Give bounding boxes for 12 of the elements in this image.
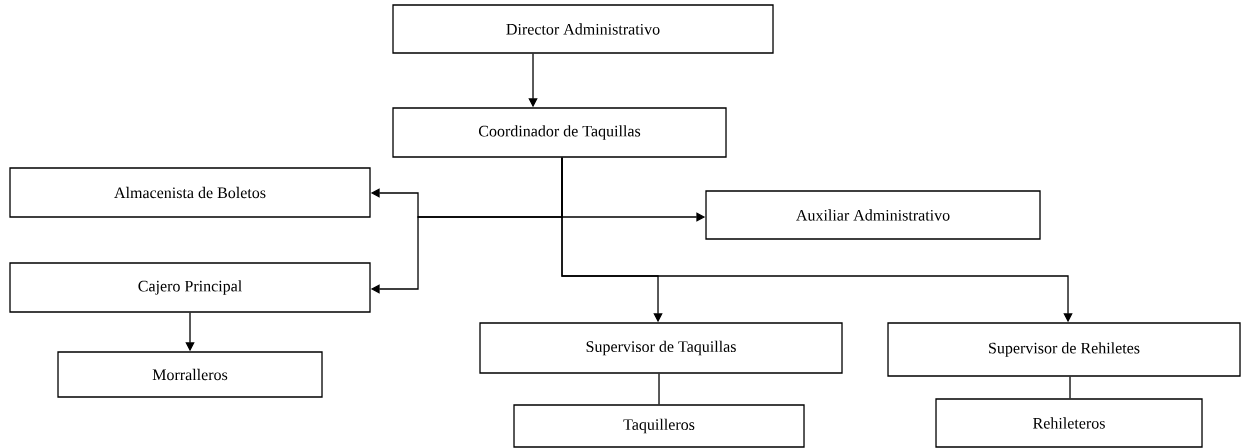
org-box: Supervisor de Taquillas — [479, 322, 843, 374]
org-box: Morralleros — [57, 351, 323, 398]
connector — [658, 373, 660, 405]
org-box: Rehileteros — [935, 398, 1203, 448]
org-box: Taquilleros — [513, 404, 805, 448]
org-box: Director Administrativo — [392, 4, 774, 54]
org-box: Auxiliar Administrativo — [705, 190, 1041, 240]
org-box: Supervisor de Rehiletes — [887, 322, 1241, 377]
connector — [1069, 376, 1071, 399]
org-box: Almacenista de Boletos — [9, 167, 371, 218]
org-box: Coordinador de Taquillas — [392, 107, 727, 158]
org-box: Cajero Principal — [9, 262, 371, 313]
